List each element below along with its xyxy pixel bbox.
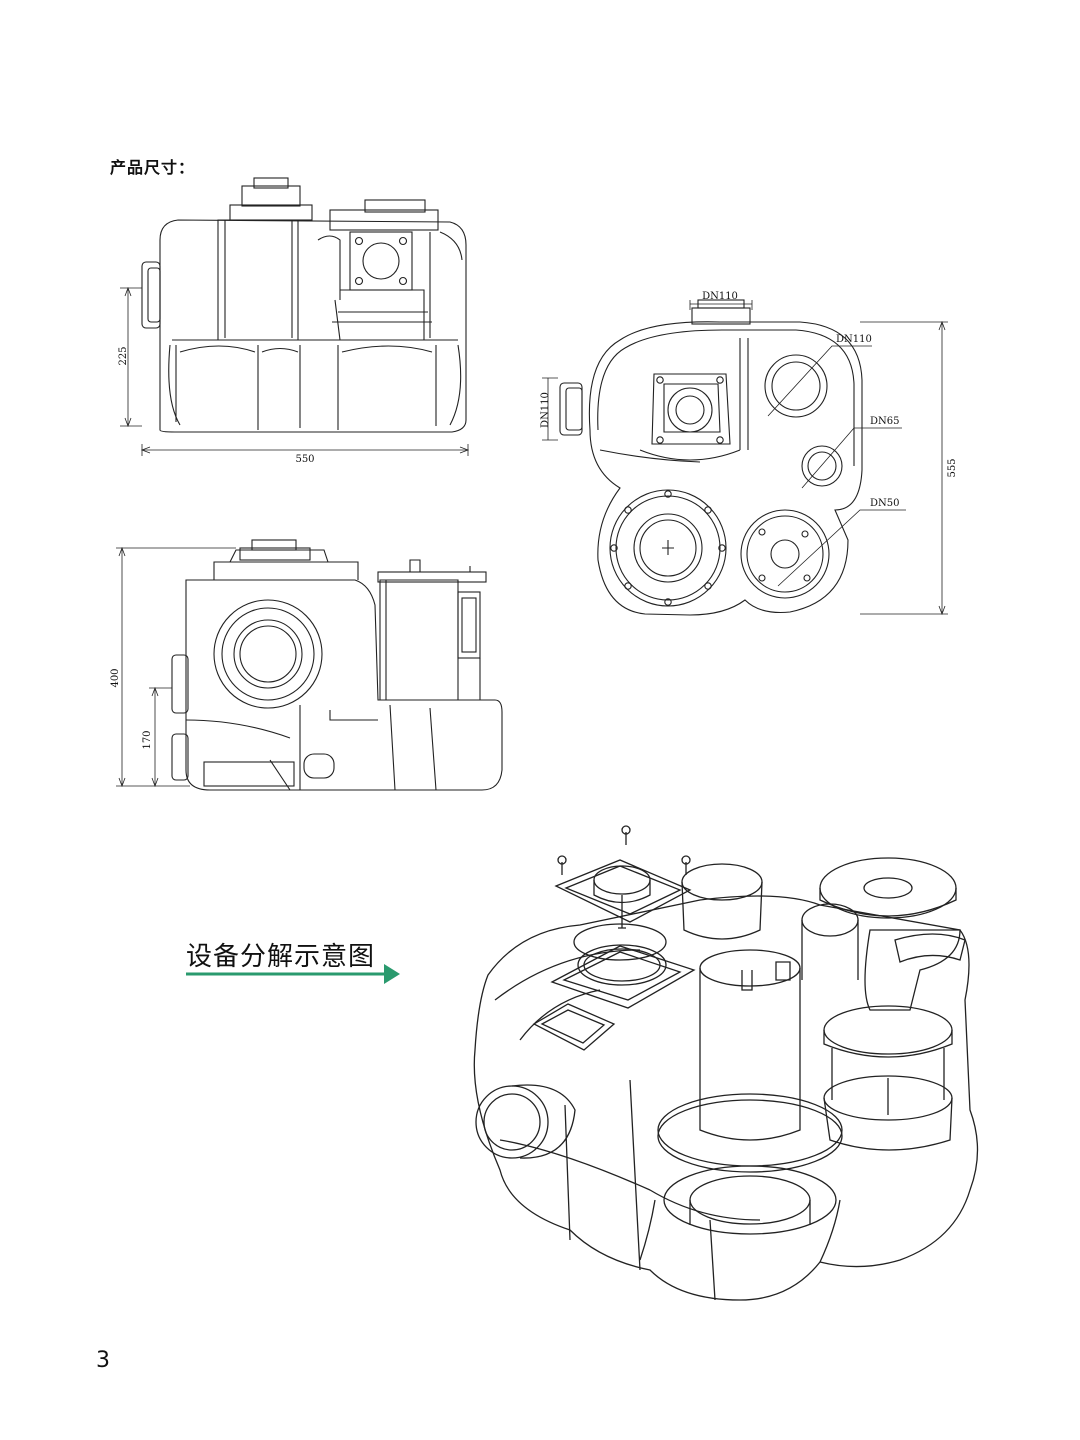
front-height-label: 225 (118, 346, 129, 365)
front-view-dimensions (120, 286, 470, 456)
top-port-mid-label: DN65 (870, 416, 900, 427)
front-width-label: 550 (295, 454, 314, 465)
top-port-low-label: DN50 (870, 498, 900, 509)
side-view-drawing (171, 539, 503, 791)
page-number: 3 (96, 1348, 110, 1373)
exploded-view-label: 设备分解示意图 (186, 942, 376, 972)
top-port-left-label: DN110 (540, 392, 551, 428)
side-height-label: 400 (110, 668, 121, 687)
top-port-top-label: DN110 (702, 291, 738, 302)
side-view-dimensions (116, 546, 236, 788)
top-view-dimensions (542, 300, 948, 616)
top-port-right-label: DN110 (836, 334, 872, 345)
top-view-drawing (559, 299, 863, 616)
page-heading: 产品尺寸： (110, 158, 196, 177)
side-inlet-height-label: 170 (142, 730, 153, 749)
front-view-drawing (141, 177, 467, 433)
exploded-view-drawing (473, 825, 979, 1301)
top-depth-label: 555 (947, 458, 958, 477)
